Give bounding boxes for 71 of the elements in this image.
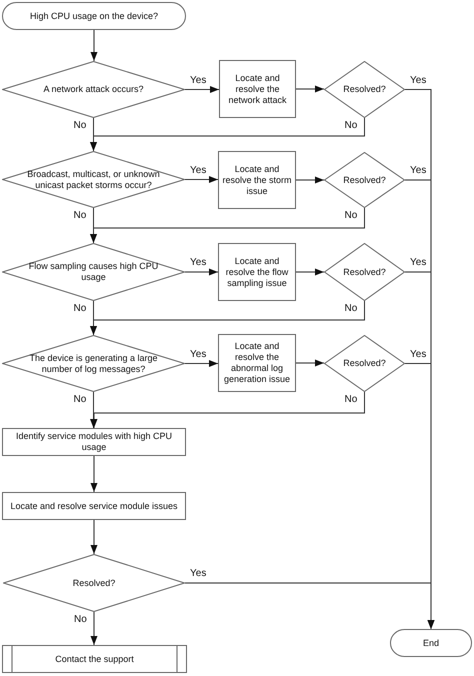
- arrow: [184, 86, 220, 93]
- edge-label: Yes: [190, 568, 206, 580]
- arrow: [90, 612, 98, 646]
- edge-label: Yes: [190, 164, 206, 176]
- decision-diamond: [3, 554, 185, 612]
- arrow: [90, 208, 97, 244]
- arrow: [90, 300, 97, 336]
- node-text: Flow sampling causes high CPU usage: [28, 261, 158, 283]
- terminal-shape: [2, 2, 186, 30]
- edge-label: Yes: [190, 74, 206, 86]
- arrow: [90, 520, 98, 554]
- node-text: A network attack occurs?: [43, 84, 144, 95]
- arrow: [90, 456, 98, 492]
- decision-diamond: [324, 335, 405, 392]
- process-box: [218, 243, 296, 301]
- edge-label: No: [344, 120, 358, 132]
- node-text: Contact the support: [55, 654, 134, 664]
- edge-label: No: [344, 394, 358, 406]
- arrow: [296, 360, 324, 366]
- node-text: End: [422, 638, 439, 648]
- arrow: [296, 176, 324, 184]
- arrow: [296, 86, 324, 92]
- node-text: Locate and resolve service module issues: [10, 500, 178, 512]
- arrow: [184, 582, 434, 630]
- arrow: [90, 118, 97, 152]
- decision-diamond: [2, 151, 185, 208]
- process-box: [218, 151, 296, 209]
- edge-label: Yes: [410, 348, 426, 360]
- edge-label: No: [344, 303, 358, 315]
- process-box: [219, 60, 296, 118]
- node-text: Resolved?: [343, 84, 386, 95]
- edge-label: No: [74, 614, 87, 626]
- node-text: Resolved?: [343, 358, 386, 369]
- arrow: [90, 30, 98, 62]
- node-text: Locate and resolve the flow sampling issue: [224, 256, 290, 288]
- edge-label: No: [344, 210, 358, 222]
- decision-diamond: [2, 335, 185, 392]
- node-text: Locate and resolve the network attack: [227, 72, 288, 106]
- edge-label: No: [74, 210, 86, 222]
- decision-diamond: [2, 243, 185, 301]
- node-text: Resolved?: [343, 174, 386, 186]
- arrow: [184, 176, 218, 183]
- edge-label: No: [74, 120, 86, 132]
- edge-label: Yes: [190, 257, 206, 269]
- arrow: [184, 360, 218, 367]
- node-text: Identify service modules with high CPU usage: [14, 431, 174, 453]
- process-box: [2, 492, 186, 520]
- node-text: The device is generating a large number of log messages?: [28, 352, 158, 374]
- node-text: Locate and resolve the storm issue: [221, 164, 293, 196]
- edge-label: Yes: [410, 257, 426, 269]
- decision-diamond: [324, 61, 405, 118]
- arrow: [296, 268, 324, 276]
- node-text: Locate and resolve the abnormal log generation issue: [222, 341, 292, 385]
- edge-label: Yes: [410, 165, 426, 177]
- arrow: [184, 268, 218, 276]
- decision-diamond: [2, 61, 185, 118]
- predefined-process-box: [2, 645, 187, 673]
- edge-label: No: [74, 394, 86, 406]
- node-text: Resolved?: [343, 266, 386, 278]
- decision-diamond: [324, 152, 405, 208]
- node-text: Broadcast, multicast, or unknown unicast packet storms occur?: [26, 168, 161, 190]
- edge-label: No: [74, 303, 86, 315]
- decision-diamond: [324, 243, 405, 301]
- edge-label: Yes: [410, 74, 426, 86]
- arrow: [90, 392, 97, 428]
- node-text: High CPU usage on the device?: [30, 10, 158, 22]
- node-text: Resolved?: [72, 578, 116, 588]
- terminal-shape: [390, 629, 472, 657]
- process-box: [2, 428, 186, 456]
- edge-label: Yes: [190, 348, 206, 360]
- process-box: [218, 334, 296, 392]
